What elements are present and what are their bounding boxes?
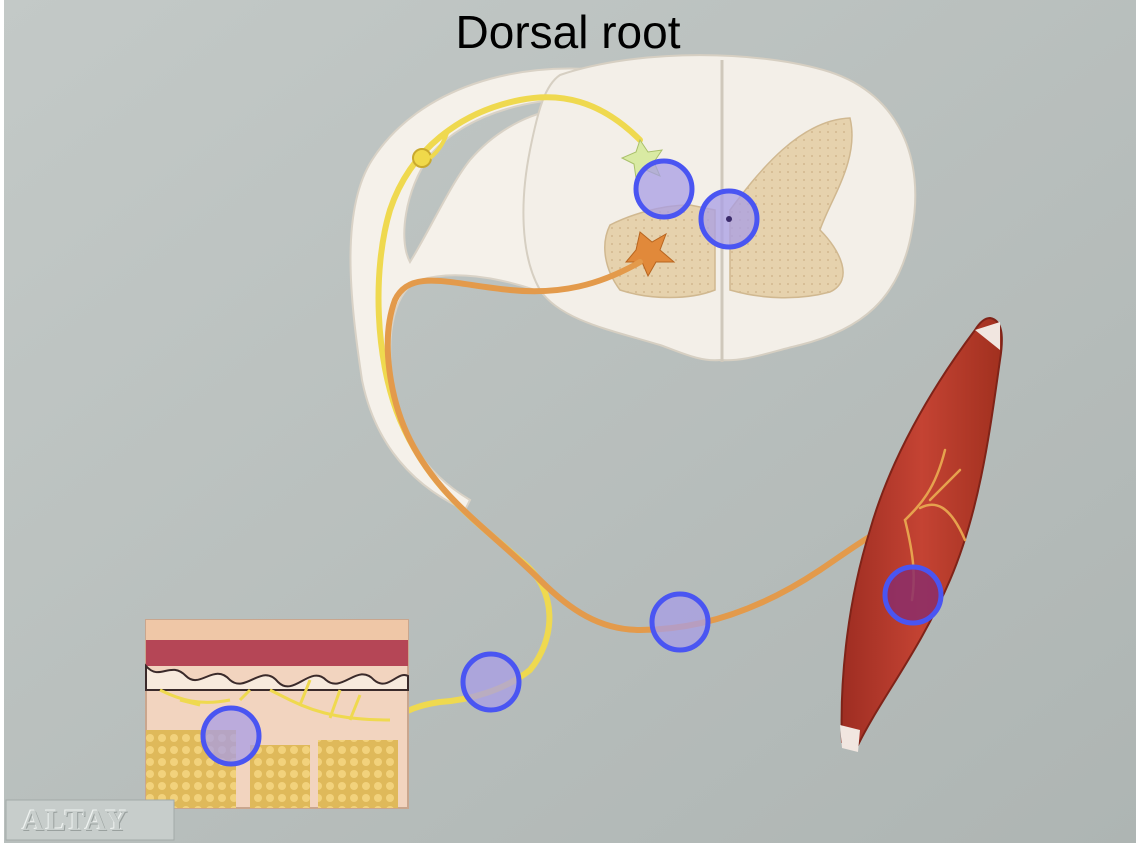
brand-logo-text: ALTAY <box>22 804 130 837</box>
gray-matter-right <box>729 117 853 299</box>
motor-neuron-body <box>624 231 676 278</box>
skin-receptor-hotspot[interactable] <box>200 705 262 767</box>
logo-plate <box>5 799 175 841</box>
skin-section-model <box>145 619 409 809</box>
page-title: Dorsal root <box>455 6 681 58</box>
efferent-motor-nerve <box>384 259 908 634</box>
efferent-nerve-hotspot[interactable] <box>649 591 711 653</box>
dorsal-horn-hotspot[interactable] <box>633 158 695 220</box>
muscle-effector-hotspot[interactable] <box>882 564 944 626</box>
afferent-nerve-hotspot[interactable] <box>460 651 522 713</box>
